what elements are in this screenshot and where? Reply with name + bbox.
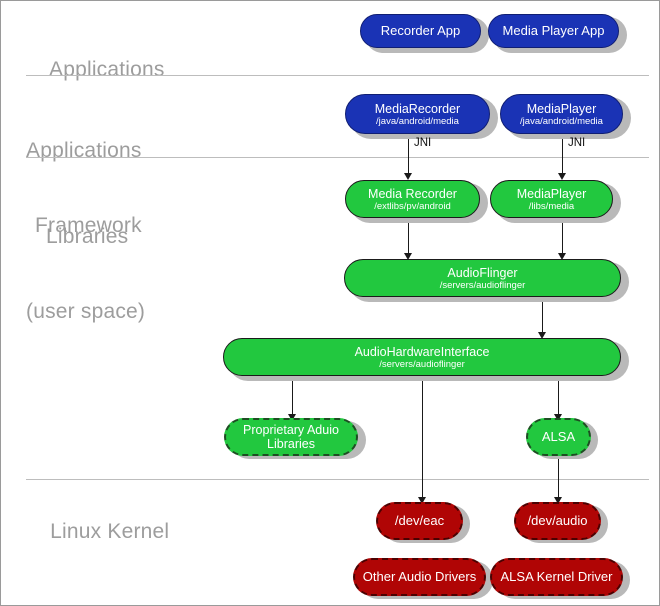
arrowhead-audioflinger-left — [404, 253, 412, 260]
node-alsa-kernel-driver-title: ALSA Kernel Driver — [500, 569, 613, 584]
node-mediarecorder-framework-title: MediaRecorder — [374, 101, 461, 116]
node-audioflinger-subtitle: /servers/audioflinger — [439, 279, 526, 291]
node-dev-audio[interactable]: /dev/audio — [514, 502, 601, 540]
node-audiohardwareinterface[interactable]: AudioHardwareInterface /servers/audiofli… — [223, 338, 621, 376]
node-media-player-app-title: Media Player App — [502, 23, 605, 38]
connector-mediarecorder-lib-to-audioflinger — [408, 221, 409, 255]
divider-linux-kernel — [26, 479, 649, 480]
node-audioflinger[interactable]: AudioFlinger /servers/audioflinger — [344, 259, 621, 297]
node-media-player-app[interactable]: Media Player App — [488, 14, 619, 48]
connector-mediaplayer-lib-to-audioflinger — [562, 221, 563, 255]
connector-mediaplayer-fw-to-lib — [562, 137, 563, 175]
node-recorder-app[interactable]: Recorder App — [360, 14, 481, 48]
arrowhead-audioflinger-right — [558, 253, 566, 260]
connector-audiohwinterface-to-proprietary — [292, 376, 293, 416]
band-label-libraries-line2: (user space) — [26, 300, 146, 323]
node-proprietary-audio-libraries-title: Proprietary Aduio — [243, 423, 339, 437]
node-media-recorder-library[interactable]: Media Recorder /extlibs/pv/android — [345, 180, 480, 218]
node-audiohardwareinterface-title: AudioHardwareInterface — [354, 344, 490, 359]
edge-label-jni-right: JNI — [568, 137, 586, 149]
arrowhead-dev-audio — [554, 497, 562, 504]
node-dev-audio-title: /dev/audio — [527, 513, 588, 528]
node-mediaplayer-framework-subtitle: /java/android/media — [520, 115, 603, 127]
node-other-audio-drivers-title: Other Audio Drivers — [362, 569, 477, 584]
node-mediarecorder-framework-subtitle: /java/android/media — [376, 115, 459, 127]
band-label-applications-framework-line1: Applications — [26, 139, 142, 162]
node-audiohardwareinterface-subtitle: /servers/audioflinger — [379, 358, 465, 370]
band-label-applications-line1: Applications — [48, 58, 165, 81]
node-alsa[interactable]: ALSA — [526, 418, 591, 456]
band-label-linux-kernel: Linux Kernel — [26, 494, 169, 569]
band-label-applications-framework-line2: Framework — [35, 214, 142, 237]
connector-mediarecorder-fw-to-lib — [408, 137, 409, 175]
node-media-recorder-library-title: Media Recorder — [368, 186, 457, 201]
arrowhead-mediarecorder-lib — [404, 173, 412, 180]
node-recorder-app-title: Recorder App — [380, 23, 461, 38]
divider-applications-framework — [26, 157, 649, 158]
arrowhead-mediaplayer-lib — [558, 173, 566, 180]
node-dev-eac[interactable]: /dev/eac — [376, 502, 463, 540]
node-mediaplayer-library-title: MediaPlayer — [516, 186, 587, 201]
node-mediaplayer-framework[interactable]: MediaPlayer /java/android/media — [500, 94, 623, 134]
node-audioflinger-title: AudioFlinger — [447, 265, 518, 280]
node-media-recorder-library-subtitle: /extlibs/pv/android — [374, 200, 451, 212]
node-alsa-kernel-driver[interactable]: ALSA Kernel Driver — [490, 558, 623, 596]
connector-alsa-to-dev-audio — [558, 458, 559, 499]
edge-label-jni-left: JNI — [414, 137, 432, 149]
node-mediarecorder-framework[interactable]: MediaRecorder /java/android/media — [345, 94, 490, 134]
arrowhead-audiohwinterface — [538, 332, 546, 339]
band-label-linux-kernel-line1: Linux Kernel — [50, 520, 170, 543]
node-other-audio-drivers[interactable]: Other Audio Drivers — [353, 558, 486, 596]
connector-audiohwinterface-to-dev-eac — [422, 376, 423, 499]
node-proprietary-audio-libraries-subtitle: Libraries — [267, 437, 315, 451]
node-proprietary-audio-libraries[interactable]: Proprietary Aduio Libraries — [224, 418, 358, 456]
node-mediaplayer-framework-title: MediaPlayer — [526, 101, 597, 116]
node-dev-eac-title: /dev/eac — [394, 513, 445, 528]
node-mediaplayer-library[interactable]: MediaPlayer /libs/media — [490, 180, 613, 218]
band-label-libraries: Libraries (user space) — [26, 174, 145, 374]
connector-audiohwinterface-to-alsa — [558, 376, 559, 416]
band-label-libraries-line1: Libraries — [46, 225, 129, 248]
band-label-applications-framework: Applications Framework — [26, 88, 142, 288]
node-mediaplayer-library-subtitle: /libs/media — [528, 200, 575, 212]
connector-audioflinger-to-audiohwinterface — [542, 300, 543, 334]
divider-applications — [26, 75, 649, 76]
node-alsa-title: ALSA — [541, 429, 576, 444]
arrowhead-dev-eac — [418, 497, 426, 504]
